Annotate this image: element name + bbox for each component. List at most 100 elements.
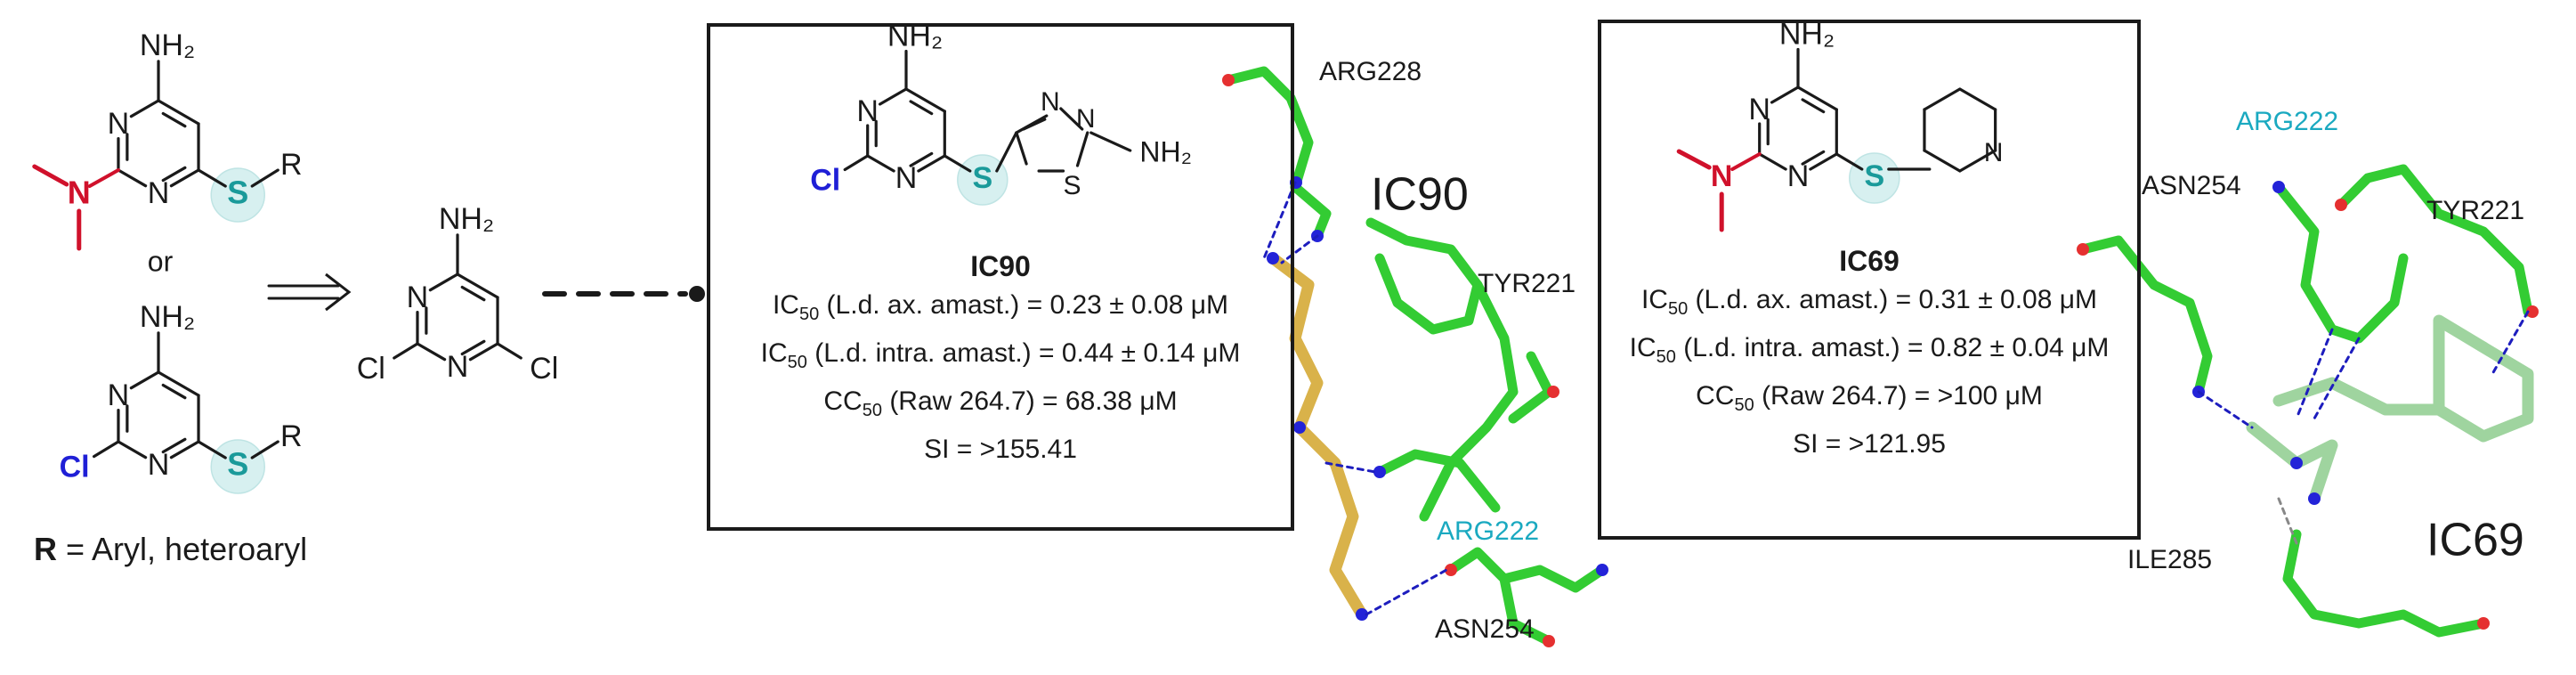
ring-bond: [1796, 85, 1838, 111]
ic90-stat-line: IC50 (L.d. intra. amast.) = 0.44 ± 0.14 …: [760, 338, 1241, 372]
hydrogen-bond: [1324, 461, 1377, 474]
ring-bond: [117, 168, 148, 188]
residue-tyr221-stick: [2336, 164, 2533, 317]
residue-label-arg222: ARG222: [2236, 107, 2338, 136]
residue-label-asn254: ASN254: [2142, 171, 2241, 200]
ring-bond: [169, 168, 200, 188]
ic90-stats: IC90 IC50 (L.d. ax. amast.) = 0.23 ± 0.0…: [707, 248, 1294, 468]
residue-asn254-stick: [1446, 547, 1608, 593]
hydrogen-bond: [2197, 390, 2254, 429]
residue-label-arg228: ARG228: [1319, 57, 1422, 86]
amino-bond: [1090, 131, 1132, 152]
ring-nitrogen-label: N: [148, 176, 170, 210]
hydrogen-bond: [1365, 568, 1448, 616]
dimethylamino-bond: [87, 168, 120, 188]
ring-nitrogen-label: N: [1076, 104, 1096, 134]
chloro-bond: [843, 154, 870, 172]
chlorine-label: Cl: [530, 352, 558, 386]
ring-nitrogen-label: N: [895, 161, 918, 195]
thioether-bond: [1835, 152, 1864, 171]
or-label: or: [148, 245, 174, 277]
ring-double-bond: [161, 437, 187, 454]
ring-bond: [904, 87, 946, 113]
hydrophobic-contact: [2277, 497, 2298, 545]
sulfur-highlight: [210, 439, 265, 494]
ring-bond: [456, 272, 499, 299]
ic69-stat-line: IC50 (L.d. ax. amast.) = 0.31 ± 0.08 μM: [1640, 285, 2098, 319]
ic90-stat-line: SI = >155.41: [924, 435, 1077, 464]
ic69-info-box: [1598, 20, 2141, 540]
amino-label: NH₂: [1139, 135, 1192, 167]
ic90-info-box: [707, 23, 1294, 531]
ic69-stat-line: CC50 (Raw 264.7) = >100 μM: [1696, 381, 2043, 415]
residue-ile285-stick: [2282, 529, 2489, 638]
ic69-pose-label: IC69: [2426, 515, 2524, 566]
atom-tip: [1222, 74, 1235, 86]
hydrogen-bond: [2313, 337, 2361, 420]
sulfur-label: S: [227, 175, 248, 211]
atom-tip: [2526, 305, 2539, 318]
ring-nitrogen-label: N: [1748, 93, 1770, 126]
ic69-pyrimidine-stick: [2246, 421, 2338, 505]
atom-tip: [2077, 243, 2089, 256]
ring-bond: [1770, 85, 1800, 104]
ic69-pyridine-stick: [2433, 314, 2534, 443]
ring-bond: [1075, 131, 1090, 167]
ring-bond: [129, 370, 160, 390]
ring-nitrogen-label: N: [108, 107, 130, 141]
ring-bond: [1015, 131, 1028, 166]
ic69-stat-line: SI = >121.95: [1793, 429, 1946, 459]
atom-tip: [1373, 466, 1386, 478]
residue-label-arg222: ARG222: [1437, 516, 1539, 546]
residue-side-chain: [1508, 351, 1554, 424]
r-bond: [250, 168, 279, 188]
residue-tyr221-stick: [1365, 217, 1483, 335]
chlorine-label: Cl: [357, 352, 385, 386]
ring-double-bond: [161, 383, 187, 400]
ring-nitrogen-label: N: [1787, 159, 1810, 193]
sulfur-label: S: [1864, 159, 1884, 193]
sulfur-highlight: [210, 167, 265, 223]
retro-arrow-head: [325, 272, 352, 312]
ring-bond: [169, 440, 200, 459]
ic90-pose-label: IC90: [1371, 169, 1469, 221]
ring-double-bond: [1801, 98, 1826, 114]
ic90-compound-name: IC90: [970, 250, 1031, 282]
residue-asn254-stick: [2078, 235, 2213, 397]
connector-dot: [689, 286, 705, 302]
residue-arg222-stick: [1374, 449, 1501, 513]
ring-bond: [1958, 149, 1997, 173]
atom-tip: [1293, 421, 1306, 434]
ring-nitrogen-label: N: [856, 94, 879, 128]
atom-tip: [1267, 252, 1279, 264]
dimethylamino-nitrogen: N: [1711, 159, 1733, 193]
ring-bond: [1923, 149, 1962, 173]
atom-tip: [1547, 386, 1559, 398]
chlorine-label: Cl: [810, 163, 840, 197]
r-group-label: R: [280, 419, 303, 453]
ring-nitrogen-label: N: [407, 281, 429, 314]
ring-bond: [1809, 152, 1838, 171]
hydrogen-bond: [2491, 310, 2530, 376]
ic69-stat-line: IC50 (L.d. intra. amast.) = 0.82 ± 0.04 …: [1629, 333, 2110, 367]
ring-bond: [1758, 152, 1787, 171]
ring-nitrogen-label: N: [108, 378, 130, 412]
hydrogen-bond: [1262, 181, 1297, 260]
ring-nitrogen-label: N: [1984, 138, 2004, 167]
residue-tyr221-chain: [1419, 280, 1519, 522]
ring-double-bond: [460, 339, 486, 356]
atom-tip: [1445, 564, 1457, 576]
ring-bond: [1923, 87, 1962, 111]
residue-label-ile285: ILE285: [2127, 545, 2212, 574]
ring-nitrogen-label: N: [1041, 87, 1060, 117]
ring-bond: [1958, 87, 1997, 111]
ring-bond: [157, 99, 200, 126]
chlorine-label: Cl: [60, 451, 90, 484]
thioether-bond: [197, 168, 227, 188]
thioether-bond: [943, 154, 972, 173]
chloro-bond: [496, 342, 522, 360]
ring-bond: [416, 342, 447, 362]
ring-bond: [428, 272, 459, 292]
r-group-label: R: [280, 148, 303, 182]
